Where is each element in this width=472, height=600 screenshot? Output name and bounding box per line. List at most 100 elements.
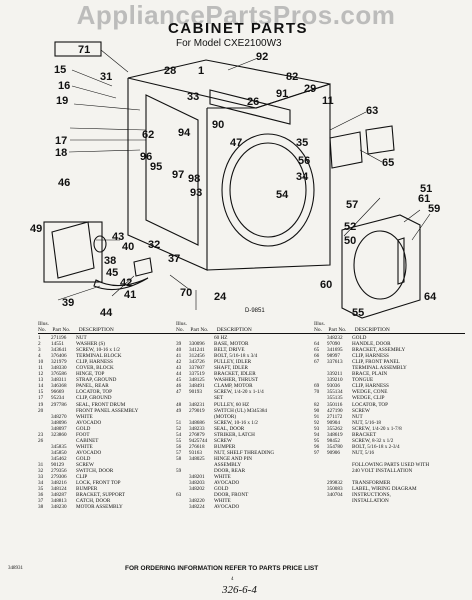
callout-57: 57 [346,199,358,211]
description-cell: AVOCADO [214,504,240,511]
illus-no-cell: 42 [176,359,182,366]
part-label-box [54,41,102,57]
illus-no-cell: 55 [176,437,182,444]
part-no-cell: 90193 [189,389,202,396]
description-cell: STRIKER, LATCH [214,431,255,438]
illus-no-cell: 26 [38,437,44,444]
callout-70: 70 [180,287,192,299]
description-cell: CLIP, GROUND [76,395,112,402]
part-no-cell: 340704 [327,492,343,499]
callout-61: 61 [418,193,430,205]
parts-column-header: Illus. No. Part No. DESCRIPTION [176,321,327,334]
part-no-cell: 271172 [327,413,343,420]
header-description: DESCRIPTION [354,327,390,333]
callout-47: 47 [230,137,242,149]
illus-no-cell: 1 [38,335,41,341]
description-cell: TRANSFORMER [352,480,391,487]
description-cell: SCREW, 8-32 x 1/2 [352,437,394,444]
part-no-cell: 350116 [327,401,343,408]
part-no-cell: 337607 [189,365,205,372]
callout-45: 45 [106,267,118,279]
front-door [341,214,421,319]
part-no-cell: 341241 [189,347,205,354]
description-cell: LABEL, WIRING DIAGRAM [352,486,417,493]
table-row: 348224 AVOCADO [176,504,327,510]
callout-38: 38 [104,255,116,267]
callout-32: 32 [148,239,160,251]
callout-31: 31 [100,71,112,83]
description-cell: PANEL, REAR [76,383,109,390]
description-cell: TERMINAL BLOCK [76,353,122,360]
description-cell: AVOCADO [76,449,102,456]
part-no-cell: 348125 [189,377,205,384]
illus-no-cell: 12 [38,371,44,378]
support-bracket [209,89,291,125]
description-cell: CABINET [76,437,99,444]
callout-62: 62 [142,129,154,141]
callout-39: 39 [62,297,74,309]
description-cell: SET [214,395,224,402]
description-cell: CLIP [76,474,88,481]
part-no-cell: 323860 [51,431,67,438]
description-cell: PULLEY, IDLER [214,359,252,366]
parts-column-header: Illus. No. Part No. DESCRIPTION [38,321,189,334]
callout-18: 18 [55,147,67,159]
illus-no-cell: 63 [176,492,182,499]
description-cell: WEDGE, CLIP [352,395,385,402]
part-no-cell: 299832 [327,480,343,487]
description-cell: CLIP, HARNESS [352,353,389,360]
document-number: 348931 [8,566,23,571]
part-no-cell: 355262 [327,425,343,432]
callout-93: 93 [190,187,202,199]
description-cell: AVOCADO [76,419,102,426]
description-cell: GOLD [214,486,229,493]
description-cell: COVER, BLOCK [76,365,114,372]
description-cell: DOOR, FRONT [214,492,249,499]
callout-28: 28 [164,65,176,77]
part-no-cell: 345850 [51,449,67,456]
callout-55: 55 [352,307,364,319]
illus-no-cell: 45 [176,377,182,384]
callout-90: 90 [212,119,224,131]
description-cell: WHITE [76,443,93,450]
hinge-bracket [365,125,395,155]
illus-no-cell: 20 [38,407,44,414]
illus-no-cell: 34 [38,480,44,487]
parts-column-header: Illus. No. Part No. DESCRIPTION [314,321,465,334]
drum-opening [221,133,315,247]
part-no-cell: 93036 [327,383,340,390]
description-cell: GOLD [352,335,367,341]
page-title: CABINET PARTS [168,20,309,37]
callout-51: 51 [420,183,432,195]
description-cell: BRACKET, SUPPORT [76,492,125,499]
drum-opening-inner [229,142,307,238]
callout-71: 71 [78,44,90,56]
part-no-cell: 348224 [189,504,205,511]
part-no-cell: 348233 [189,425,205,432]
part-no-cell: 95234 [51,395,64,402]
illus-no-cell: 92 [314,419,320,426]
description-cell: STRAP, GROUND [76,377,117,384]
part-no-cell: 96669 [51,389,64,396]
part-no-cell: 90906 [327,449,340,456]
illus-no-cell: 39 [176,341,182,348]
part-no-cell: 348201 [189,474,205,481]
callout-16: 16 [58,80,70,92]
illus-no-cell: 70 [314,389,320,396]
